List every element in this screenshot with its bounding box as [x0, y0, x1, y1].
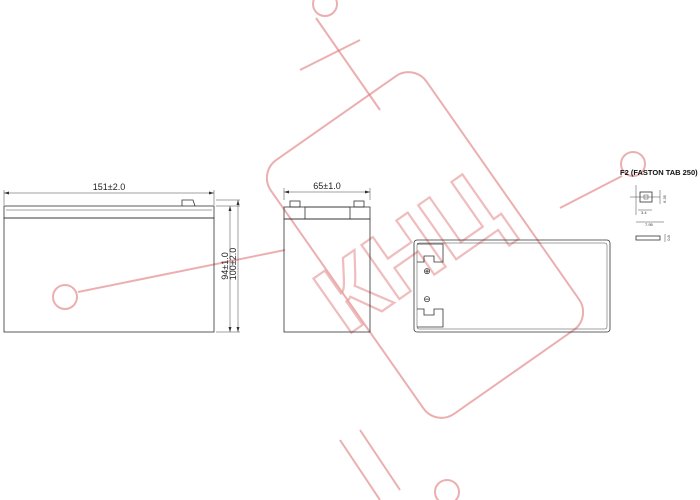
watermark-circle-top [312, 0, 338, 17]
arrow-head [236, 200, 240, 205]
dim-0-8: 0.8 [666, 234, 671, 240]
dim-6-35: 6.35 [662, 194, 667, 203]
dim-3-4: 3.4 [641, 210, 647, 215]
arrow-head [4, 191, 9, 195]
arrow-head [228, 206, 232, 211]
width-dimension-label: 65±1.0 [313, 181, 340, 191]
watermark-line [315, 17, 381, 111]
top-view: ⊕ ⊖ [413, 239, 611, 333]
positive-terminal [417, 243, 444, 263]
front-view: 151±2.0 94±1.0 100±2.0 [3, 182, 240, 333]
side-body [283, 218, 371, 333]
dim-7-95: 7.95 [645, 222, 654, 227]
watermark-line [339, 439, 381, 500]
arrow-head [228, 327, 232, 332]
total-height-label: 100±2.0 [228, 248, 238, 280]
arrow-head [236, 327, 240, 332]
container-height-label: 94±1.0 [220, 252, 230, 279]
watermark-line [299, 39, 361, 71]
negative-terminal [417, 308, 444, 328]
side-terminal [353, 200, 365, 208]
watermark-line [559, 175, 623, 209]
arrow-head [209, 191, 214, 195]
terminal-detail-title: F2 (FASTON TAB 250) [620, 168, 698, 177]
watermark-frame [265, 71, 585, 419]
battery-lid [3, 205, 215, 219]
positive-symbol: ⊕ [423, 266, 431, 276]
arrow-head [284, 190, 289, 194]
arrow-head [365, 190, 370, 194]
terminal-profile [181, 199, 196, 207]
top-outline [413, 239, 611, 333]
watermark-circle-left [52, 284, 78, 310]
watermark-line [77, 249, 286, 293]
side-lid [283, 206, 371, 220]
side-terminal [289, 200, 301, 208]
watermark-line [359, 429, 401, 491]
top-inner-outline [416, 242, 608, 330]
side-lid-label-area [304, 206, 351, 220]
battery-body [3, 217, 215, 333]
terminal-tab-profile [635, 235, 661, 241]
negative-symbol: ⊖ [423, 294, 431, 304]
terminal-detail: F2 (FASTON TAB 250) 6.35 3.4 7.95 0.8 [620, 168, 698, 242]
length-dimension-label: 151±2.0 [93, 182, 125, 192]
watermark-circle-bottom [434, 479, 460, 500]
side-view: 65±1.0 [283, 181, 371, 333]
watermark-circle-right [620, 151, 646, 177]
watermark: КНЦ [52, 0, 646, 500]
